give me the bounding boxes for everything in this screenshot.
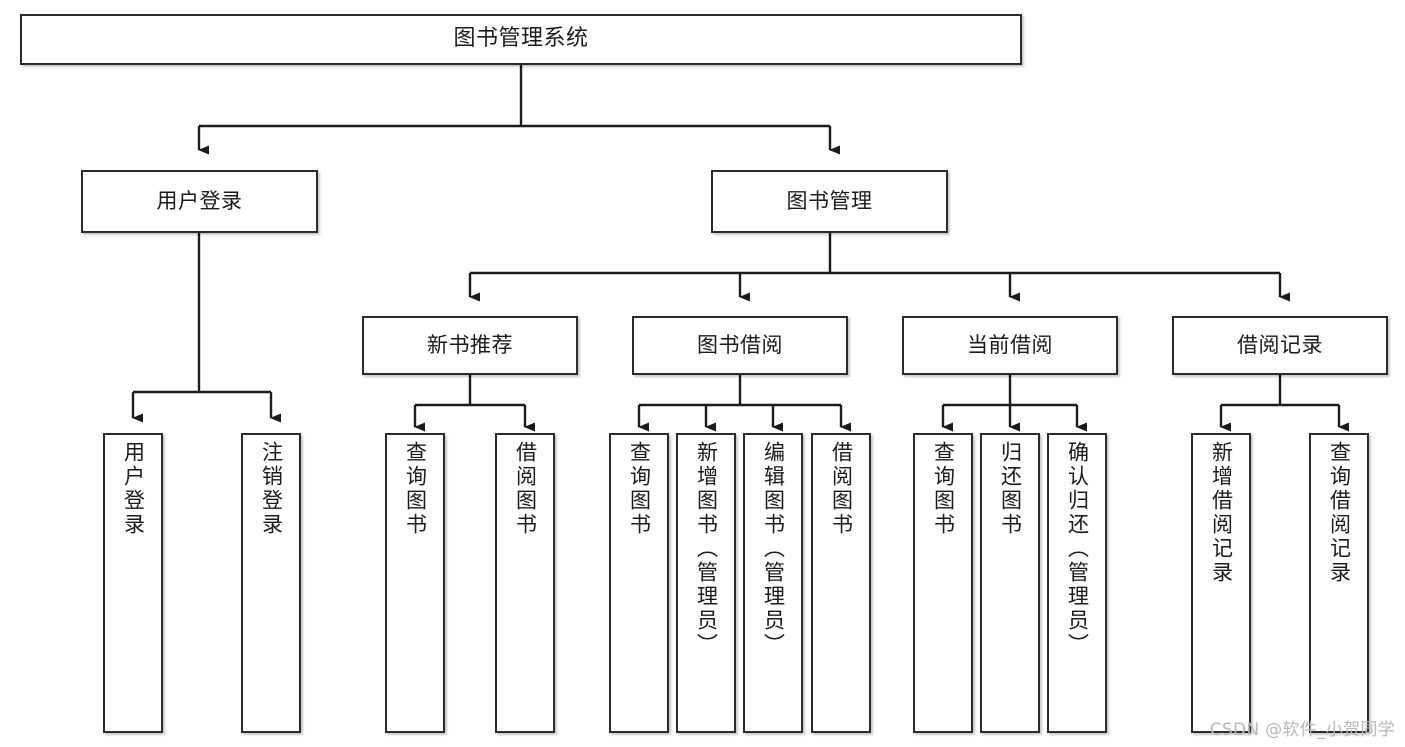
node-label: 图书管理 [786,188,873,213]
node-label: 查询借阅记录 [1327,441,1352,585]
node-label: 注销登录 [259,441,284,537]
leaf-query-book-1[interactable]: 查询图书 [385,433,445,733]
node-label: 图书借阅 [697,332,783,357]
leaf-query-book-3[interactable]: 查询图书 [913,433,973,733]
leaf-add-book-admin[interactable]: 新增图书（管理员） [676,433,736,733]
node-label: 图书管理系统 [453,26,589,52]
node-book-borrow[interactable]: 图书借阅 [632,316,848,375]
leaf-confirm-return-admin[interactable]: 确认归还（管理员） [1047,433,1107,733]
node-current-borrow[interactable]: 当前借阅 [902,316,1118,375]
leaf-query-borrow-record[interactable]: 查询借阅记录 [1309,433,1369,733]
node-label: 新增图书（管理员） [694,441,719,657]
node-label: 用户登录 [121,441,146,537]
node-label: 确认归还（管理员） [1065,441,1090,657]
leaf-query-book-2[interactable]: 查询图书 [609,433,669,733]
node-label: 查询图书 [627,441,652,537]
node-label: 借阅记录 [1237,332,1323,357]
node-root-system[interactable]: 图书管理系统 [20,14,1022,65]
leaf-add-borrow-record[interactable]: 新增借阅记录 [1191,433,1251,733]
node-book-management[interactable]: 图书管理 [711,170,948,233]
node-label: 归还图书 [998,441,1023,537]
node-label: 当前借阅 [967,332,1053,357]
leaf-borrow-book-1[interactable]: 借阅图书 [495,433,555,733]
node-label: 借阅图书 [829,441,854,537]
node-label: 查询图书 [403,441,428,537]
node-label: 新增借阅记录 [1209,441,1234,585]
node-label: 用户登录 [156,188,243,213]
leaf-return-book[interactable]: 归还图书 [980,433,1040,733]
node-label: 新书推荐 [427,332,513,357]
node-new-book-recommend[interactable]: 新书推荐 [362,316,578,375]
leaf-borrow-book-2[interactable]: 借阅图书 [811,433,871,733]
node-borrow-record[interactable]: 借阅记录 [1172,316,1388,375]
leaf-edit-book-admin[interactable]: 编辑图书（管理员） [743,433,803,733]
node-label: 查询图书 [931,441,956,537]
csdn-watermark: CSDN @软件_小贺同学 [1209,720,1395,740]
leaf-user-login[interactable]: 用户登录 [103,433,163,733]
node-label: 借阅图书 [513,441,538,537]
node-user-login[interactable]: 用户登录 [81,170,318,233]
leaf-logout[interactable]: 注销登录 [241,433,301,733]
node-label: 编辑图书（管理员） [761,441,786,657]
